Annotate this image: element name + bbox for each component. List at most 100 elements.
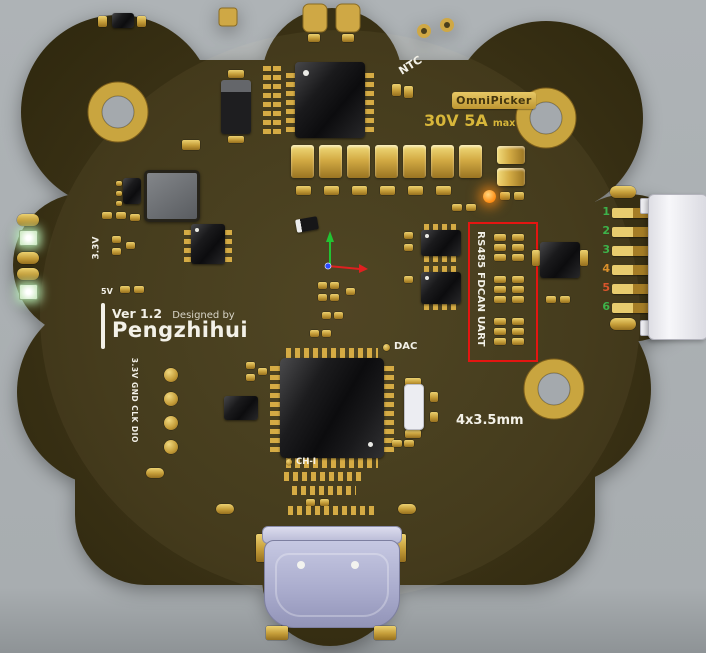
solder-pad xyxy=(228,136,244,143)
pin1-dot xyxy=(425,234,429,238)
transceiver-ic xyxy=(540,242,580,278)
rail-3v3-label: 3.3V xyxy=(91,236,102,260)
hole-bore xyxy=(101,95,135,129)
jumper-pad xyxy=(512,328,524,335)
status-led xyxy=(19,230,38,246)
usb-screw-dot xyxy=(351,561,359,569)
solder-pad xyxy=(228,70,244,78)
regulator-ic xyxy=(184,224,232,268)
axis-x-red xyxy=(327,265,361,270)
brand-tag: OmniPicker xyxy=(452,92,536,109)
edge-pad xyxy=(17,268,39,280)
solder-pad xyxy=(134,286,144,293)
solder-pad xyxy=(324,186,339,195)
driver1-bottom-pins xyxy=(424,255,458,262)
jst-connector-body xyxy=(648,194,706,340)
swd-pinout-label: 3.3V GND CLK DIO xyxy=(129,357,139,443)
usb-housing-seam xyxy=(275,553,389,617)
power-ic-left-pins xyxy=(286,70,295,132)
regulator-right-pins xyxy=(225,230,232,262)
edge-pad xyxy=(146,468,164,478)
interface-highlight-box xyxy=(468,222,538,362)
solder-pad xyxy=(116,212,126,219)
driver1-body xyxy=(421,230,461,256)
jumper-pad xyxy=(494,318,506,325)
jumper-pad xyxy=(494,286,506,293)
pad-row xyxy=(284,472,364,481)
solder-pad xyxy=(546,296,556,303)
solder-pad xyxy=(246,362,255,369)
solder-pad xyxy=(116,181,122,186)
solder-pad xyxy=(330,294,339,301)
connector-leg xyxy=(612,208,650,218)
rail-5v-label: 5V xyxy=(101,287,113,296)
smd-component xyxy=(112,13,134,28)
solder-pad xyxy=(310,330,319,337)
driver2-bottom-pins xyxy=(424,303,458,310)
pad-row xyxy=(292,486,356,495)
designer-name: Pengzhihui xyxy=(112,318,249,342)
jumper-pad xyxy=(512,254,524,261)
jumper-pad xyxy=(494,276,506,283)
version-label: Ver 1.2 xyxy=(112,306,163,321)
solder-pad xyxy=(130,214,140,221)
driver2-body xyxy=(421,272,461,304)
via-hole xyxy=(444,22,450,28)
solder-pad xyxy=(532,250,540,266)
mounting-spec-label: 4x3.5mm xyxy=(456,413,524,428)
electrolytic-capacitor xyxy=(431,145,454,178)
jumper-pad xyxy=(512,296,524,303)
axis-origin-marker xyxy=(324,231,368,273)
jumper-pad xyxy=(494,244,506,251)
mcu-bottom-pins xyxy=(286,458,378,468)
copper-tab xyxy=(335,3,361,33)
solder-pad xyxy=(322,312,331,319)
copper-tab xyxy=(302,3,328,33)
solder-pad xyxy=(380,186,395,195)
solder-pad xyxy=(430,412,438,422)
solder-pad xyxy=(116,191,122,196)
solder-pad xyxy=(430,392,438,402)
resistor-array-pads xyxy=(263,62,271,134)
interfaces-label: RS485 FDCAN UART xyxy=(475,231,486,347)
power-ic-right-pins xyxy=(365,70,374,132)
regulator-left-pins xyxy=(184,230,191,262)
edge-pad xyxy=(17,214,39,226)
ch1-label: CH-I xyxy=(296,457,317,467)
solder-pad xyxy=(318,294,327,301)
connector-pin-number-2: 2 xyxy=(602,224,610,237)
connector-pin-number-3: 3 xyxy=(602,243,610,256)
regulator-body xyxy=(191,224,225,264)
solder-pad xyxy=(112,248,121,255)
solder-pad xyxy=(246,374,255,381)
jumper-pad xyxy=(512,338,524,345)
jumper-pad xyxy=(494,328,506,335)
solder-pad xyxy=(404,276,413,283)
pin1-dot xyxy=(425,276,429,280)
smd-capacitor xyxy=(221,80,251,134)
connector-pin-number-6: 6 xyxy=(602,300,610,313)
designed-by-label: Designed by xyxy=(172,310,235,321)
solder-pad xyxy=(137,16,146,27)
pin1-dot xyxy=(195,228,199,232)
jumper-pad xyxy=(494,338,506,345)
usb-screw-dot xyxy=(297,561,305,569)
swd-pad xyxy=(164,368,178,382)
via-pads-top-right xyxy=(417,18,454,38)
board-body xyxy=(75,60,595,585)
electrolytic-capacitor xyxy=(291,145,314,178)
dac-test-point xyxy=(383,344,390,351)
jumper-pad xyxy=(512,286,524,293)
hole-bore xyxy=(537,372,571,406)
dac-label: DAC xyxy=(394,341,418,352)
jumper-pad xyxy=(494,296,506,303)
solder-pad xyxy=(330,282,339,289)
driver-ic-2 xyxy=(418,266,464,310)
solder-pad xyxy=(392,84,401,96)
orange-led xyxy=(483,190,496,203)
driver2-top-pins xyxy=(424,266,458,273)
rating-label: 30V 5A max xyxy=(424,111,544,133)
solder-pad xyxy=(452,204,462,211)
electrolytic-capacitor xyxy=(403,145,426,178)
copper-tab xyxy=(266,626,288,640)
